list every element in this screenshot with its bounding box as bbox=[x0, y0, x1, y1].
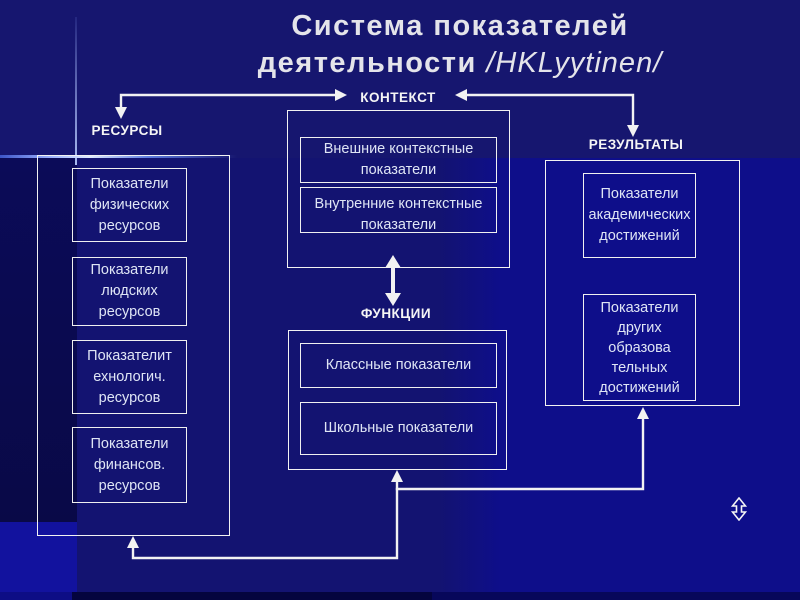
title-author-italic: /HKLyytinen/ bbox=[486, 47, 663, 79]
functions-item-class: Классные показатели bbox=[300, 343, 497, 388]
title-line-2-bold: деятельности bbox=[257, 47, 477, 79]
arrow-context-functions bbox=[385, 255, 401, 306]
title-line-2: деятельности /HKLyytinen/ bbox=[130, 45, 790, 82]
results-item-other-educational: Показатели других образова тельных дости… bbox=[583, 294, 696, 401]
feedback-line-functions-resources bbox=[127, 470, 403, 560]
resources-item-technological: Показателит ехнологич. ресурсов bbox=[72, 340, 187, 414]
context-item-external: Внешние контекстные показатели bbox=[300, 137, 497, 183]
title-line-1: Система показателей bbox=[291, 10, 629, 42]
accent-horizontal-line bbox=[0, 155, 237, 158]
results-group-box bbox=[545, 160, 740, 406]
updown-nav-icon[interactable] bbox=[731, 497, 747, 521]
slide-title: Система показателей деятельности /HKLyyt… bbox=[130, 8, 790, 82]
arrow-context-results bbox=[455, 89, 639, 137]
context-label: КОНТЕКСТ bbox=[360, 90, 436, 105]
accent-vertical-line bbox=[75, 17, 77, 165]
functions-item-school: Школьные показатели bbox=[300, 402, 497, 455]
results-label: РЕЗУЛЬТАТЫ bbox=[588, 137, 684, 152]
resources-item-human: Показатели людских ресурсов bbox=[72, 257, 187, 326]
results-item-academic: Показатели академических достижений bbox=[583, 173, 696, 258]
arrow-context-resources bbox=[115, 89, 347, 119]
feedback-line-results bbox=[395, 407, 649, 491]
resources-item-physical: Показатели физических ресурсов bbox=[72, 168, 187, 242]
resources-item-financial: Показатели финансов. ресурсов bbox=[72, 427, 187, 503]
resources-group-box bbox=[37, 155, 230, 536]
functions-group-box bbox=[288, 330, 507, 470]
resources-label: РЕСУРСЫ bbox=[91, 123, 163, 138]
functions-label: ФУНКЦИИ bbox=[360, 306, 432, 321]
context-item-internal: Внутренние контекстные показатели bbox=[300, 187, 497, 233]
